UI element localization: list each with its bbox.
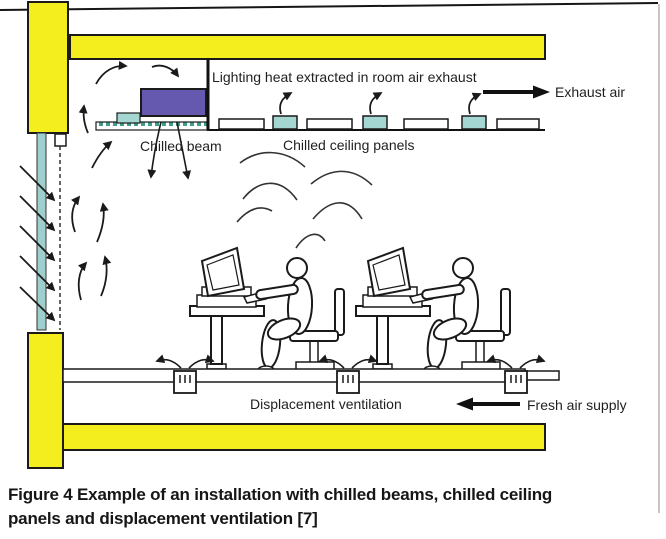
solar-arrow — [19, 165, 56, 202]
heat-arrow — [279, 92, 293, 115]
solar-arrow — [19, 195, 56, 232]
window-glass — [36, 132, 47, 331]
floor-band — [62, 368, 526, 383]
up-arrow — [100, 255, 112, 297]
bottom-left-column — [27, 332, 64, 469]
beam-side-panel — [116, 112, 141, 124]
swoosh — [295, 233, 326, 249]
up-arrow — [96, 202, 109, 243]
floor-diffuser — [318, 354, 378, 394]
ceiling-curl-arrow — [95, 60, 128, 85]
chilled-beam-assembly — [95, 88, 208, 180]
panel-heat-arrows — [279, 92, 482, 115]
label-chilled-ceiling-panels: Chilled ceiling panels — [283, 137, 415, 153]
ceiling-panel — [403, 118, 449, 130]
heat-arrow — [369, 92, 383, 115]
swoosh — [239, 151, 306, 168]
convection-arrows — [71, 60, 180, 301]
chilled-panel — [272, 115, 298, 130]
solar-radiation-arrows — [19, 165, 56, 322]
fresh-air-arrow-icon — [456, 397, 520, 411]
chilled-beam — [140, 88, 207, 117]
beam-supply-arrow — [176, 121, 192, 180]
label-exhaust-air: Exhaust air — [555, 84, 625, 100]
solar-arrow — [19, 286, 56, 322]
label-displacement-ventilation: Displacement ventilation — [250, 396, 402, 412]
ceiling-panel — [306, 118, 353, 130]
up-arrow — [78, 104, 89, 134]
up-arrow — [71, 195, 81, 233]
heat-arrow — [468, 92, 482, 115]
swoosh — [236, 207, 273, 223]
chilled-panel — [461, 115, 487, 130]
beam-supply-arrow — [147, 121, 162, 179]
floor-duct-stub — [524, 370, 560, 381]
figure-caption-line1: Figure 4 Example of an installation with… — [8, 485, 553, 504]
building-structure — [27, 1, 546, 469]
up-arrow — [77, 261, 88, 301]
solar-arrow — [19, 255, 56, 292]
label-fresh-air-supply: Fresh air supply — [527, 397, 627, 413]
floor-diffusers — [155, 354, 546, 394]
top-left-column — [27, 1, 69, 134]
top-slab — [69, 34, 546, 60]
solar-arrow — [19, 225, 56, 262]
chilled-panel — [362, 115, 388, 130]
up-arrow — [91, 140, 113, 169]
bottom-slab — [62, 423, 546, 451]
label-chilled-beam: Chilled beam — [140, 138, 222, 154]
window-blind-box — [54, 133, 67, 147]
label-lighting-heat: Lighting heat extracted in room air exha… — [212, 69, 477, 85]
swoosh — [242, 182, 298, 201]
chilled-ceiling-panels — [218, 115, 540, 130]
figure-caption-line2: panels and displacement ventilation [7] — [8, 509, 318, 529]
swoosh — [310, 170, 373, 186]
ceiling-panel — [218, 118, 265, 130]
floor-diffuser — [155, 354, 215, 394]
swoosh — [312, 202, 363, 220]
workstation-1 — [189, 247, 345, 375]
floor-diffuser — [486, 354, 546, 394]
workstation-2 — [355, 247, 511, 375]
exhaust-air-arrow-icon — [483, 85, 550, 99]
ceiling-curl-arrow — [151, 64, 180, 78]
cool-air-swooshes — [236, 151, 373, 249]
ceiling-panel — [496, 118, 540, 130]
beam-diffuser-strip — [95, 121, 208, 131]
figure-caption: Figure 4 Example of an installation with… — [8, 483, 660, 531]
page-top-border — [0, 2, 659, 11]
